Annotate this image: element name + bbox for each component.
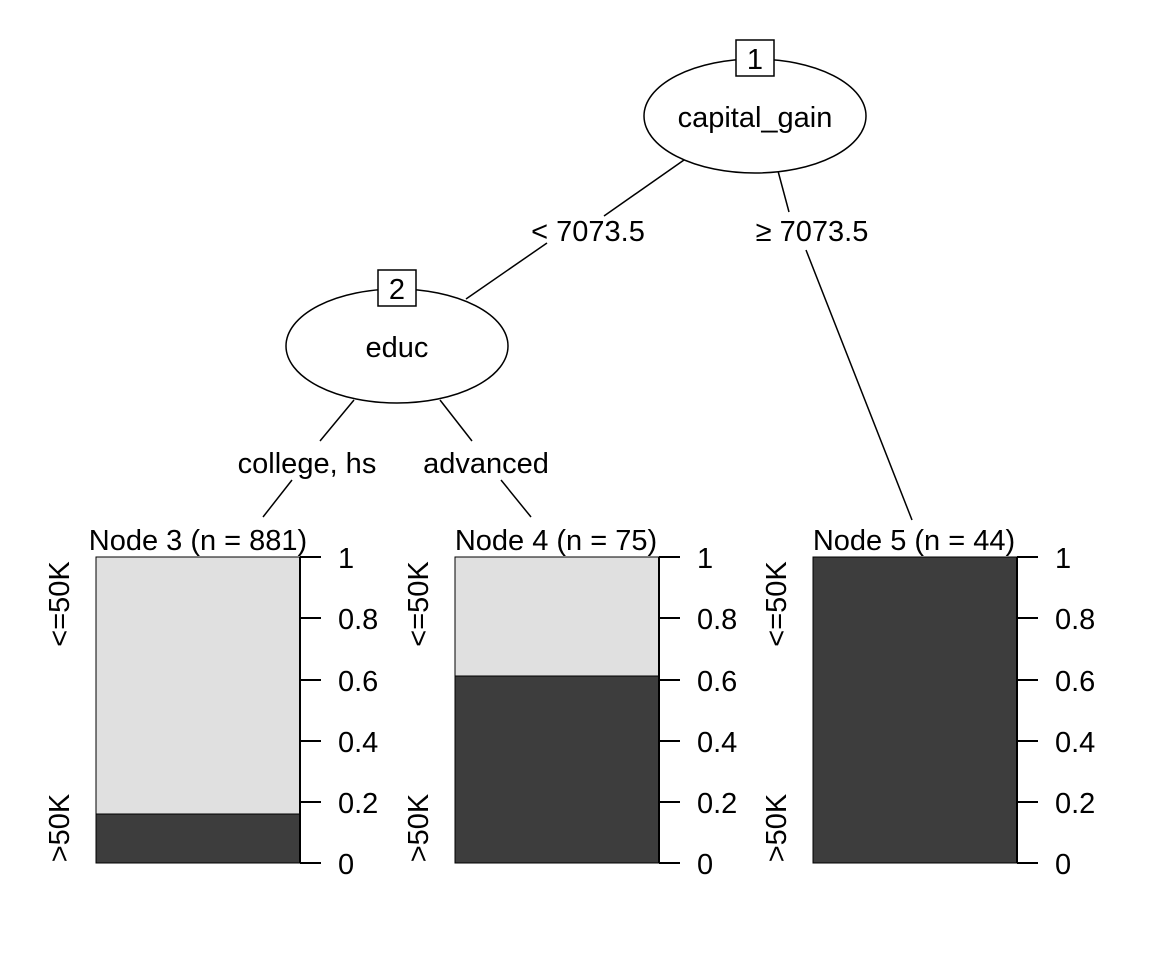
node-id: 2	[389, 274, 405, 306]
svg-text:0.2: 0.2	[338, 788, 378, 820]
y-axis	[658, 556, 680, 864]
class-label-le50k: <=50K	[403, 561, 435, 647]
bar-gt50k	[454, 675, 660, 864]
node-id: 1	[747, 44, 763, 76]
svg-text:1: 1	[338, 543, 354, 575]
bar-le50k	[95, 556, 301, 815]
y-axis-ticks: 1 0.8 0.6 0.4 0.2 0	[338, 543, 378, 881]
svg-text:0.6: 0.6	[1055, 666, 1095, 698]
node-id-box	[377, 269, 417, 307]
edge-1-2-upper	[603, 159, 685, 217]
svg-text:0.6: 0.6	[338, 666, 378, 698]
tree-edges	[262, 159, 913, 521]
y-axis	[1016, 556, 1038, 864]
svg-text:0.8: 0.8	[697, 604, 737, 636]
edge-1-5-upper	[777, 170, 790, 213]
bar-gt50k	[95, 813, 301, 864]
terminal-node-3: Node 3 (n = 881) <=50K >50K 1 0.8 0.6 0.…	[44, 525, 378, 881]
class-label-le50k: <=50K	[761, 561, 793, 647]
class-label-gt50k: >50K	[44, 793, 76, 862]
class-label-gt50k: >50K	[761, 793, 793, 862]
edge-label-college-hs: college, hs	[238, 448, 377, 480]
terminal-node-5: Node 5 (n = 44) <=50K >50K 1 0.8 0.6 0.4…	[761, 525, 1095, 881]
svg-text:0.2: 0.2	[697, 788, 737, 820]
node-id-box	[735, 39, 775, 77]
node-title: Node 5 (n = 44)	[813, 525, 1015, 557]
class-label-gt50k: >50K	[403, 793, 435, 862]
svg-text:1: 1	[1055, 543, 1071, 575]
edge-2-3-lower	[262, 479, 293, 518]
y-axis	[299, 556, 321, 864]
edge-label-advanced: advanced	[423, 448, 549, 480]
edge-1-5-lower	[805, 249, 913, 521]
svg-text:0: 0	[697, 849, 713, 881]
svg-text:0.2: 0.2	[1055, 788, 1095, 820]
bar-gt50k	[812, 556, 1018, 864]
svg-text:0.6: 0.6	[697, 666, 737, 698]
node-title: Node 4 (n = 75)	[455, 525, 657, 557]
edge-2-3-upper	[319, 399, 355, 442]
y-axis-ticks: 1 0.8 0.6 0.4 0.2 0	[1055, 543, 1095, 881]
terminal-node-4: Node 4 (n = 75) <=50K >50K 1 0.8 0.6 0.4…	[403, 525, 737, 881]
svg-text:1: 1	[697, 543, 713, 575]
node-variable-label: educ	[366, 332, 429, 364]
class-label-le50k: <=50K	[44, 561, 76, 647]
svg-text:0: 0	[338, 849, 354, 881]
node-variable-label: capital_gain	[678, 102, 833, 134]
bar-le50k	[454, 556, 660, 677]
edge-label-ge: ≥ 7073.5	[756, 216, 869, 248]
edge-2-4-lower	[500, 479, 532, 518]
svg-text:0.8: 0.8	[338, 604, 378, 636]
svg-text:0.8: 0.8	[1055, 604, 1095, 636]
svg-text:0.4: 0.4	[338, 727, 378, 759]
svg-text:0.4: 0.4	[697, 727, 737, 759]
y-axis-ticks: 1 0.8 0.6 0.4 0.2 0	[697, 543, 737, 881]
edge-label-lt: < 7073.5	[531, 216, 645, 248]
edge-1-2-lower	[465, 242, 548, 300]
edge-2-4-upper	[439, 399, 473, 442]
svg-text:0: 0	[1055, 849, 1071, 881]
inner-node-2: 2 educ	[285, 269, 509, 404]
svg-text:0.4: 0.4	[1055, 727, 1095, 759]
inner-node-1: 1 capital_gain	[643, 39, 867, 174]
node-title: Node 3 (n = 881)	[89, 525, 307, 557]
